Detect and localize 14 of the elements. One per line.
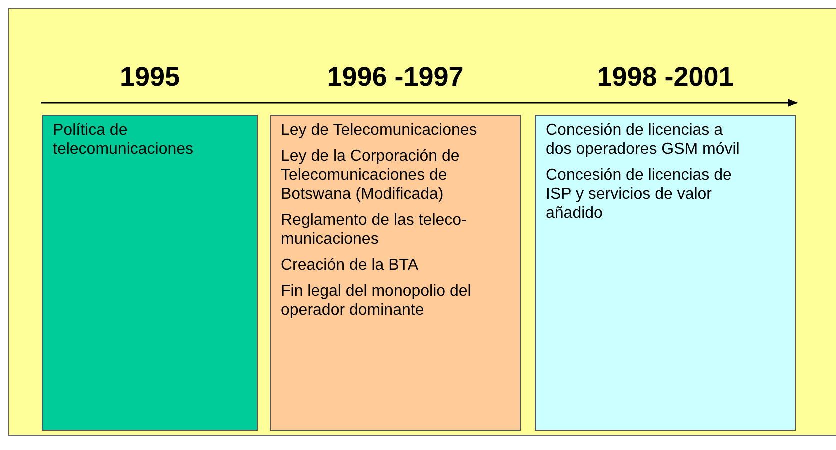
event-text: Creación de la BTA [281, 256, 420, 275]
year-heading: 1998 -2001 [596, 62, 735, 93]
event-text: Fin legal del monopolio del operador dominante [281, 282, 472, 320]
event-text: Reglamento de las teleco- municaciones [281, 211, 468, 249]
period-box [42, 115, 258, 431]
event-text: Política de telecomunicaciones [53, 121, 195, 159]
year-heading: 1995 [118, 62, 182, 93]
event-text: Ley de Telecomunicaciones [281, 121, 478, 140]
event-text: Concesión de licencias a dos operadores GSM móvil [546, 121, 741, 159]
period-box [270, 115, 521, 431]
year-heading: 1996 -1997 [326, 62, 465, 93]
event-text: Ley de la Corporación de Telecomunicaciones de Botswana (Modificada) [281, 147, 461, 204]
period-box [535, 115, 796, 431]
event-text: Concesión de licencias de ISP y servicios de valor añadido [546, 166, 733, 223]
